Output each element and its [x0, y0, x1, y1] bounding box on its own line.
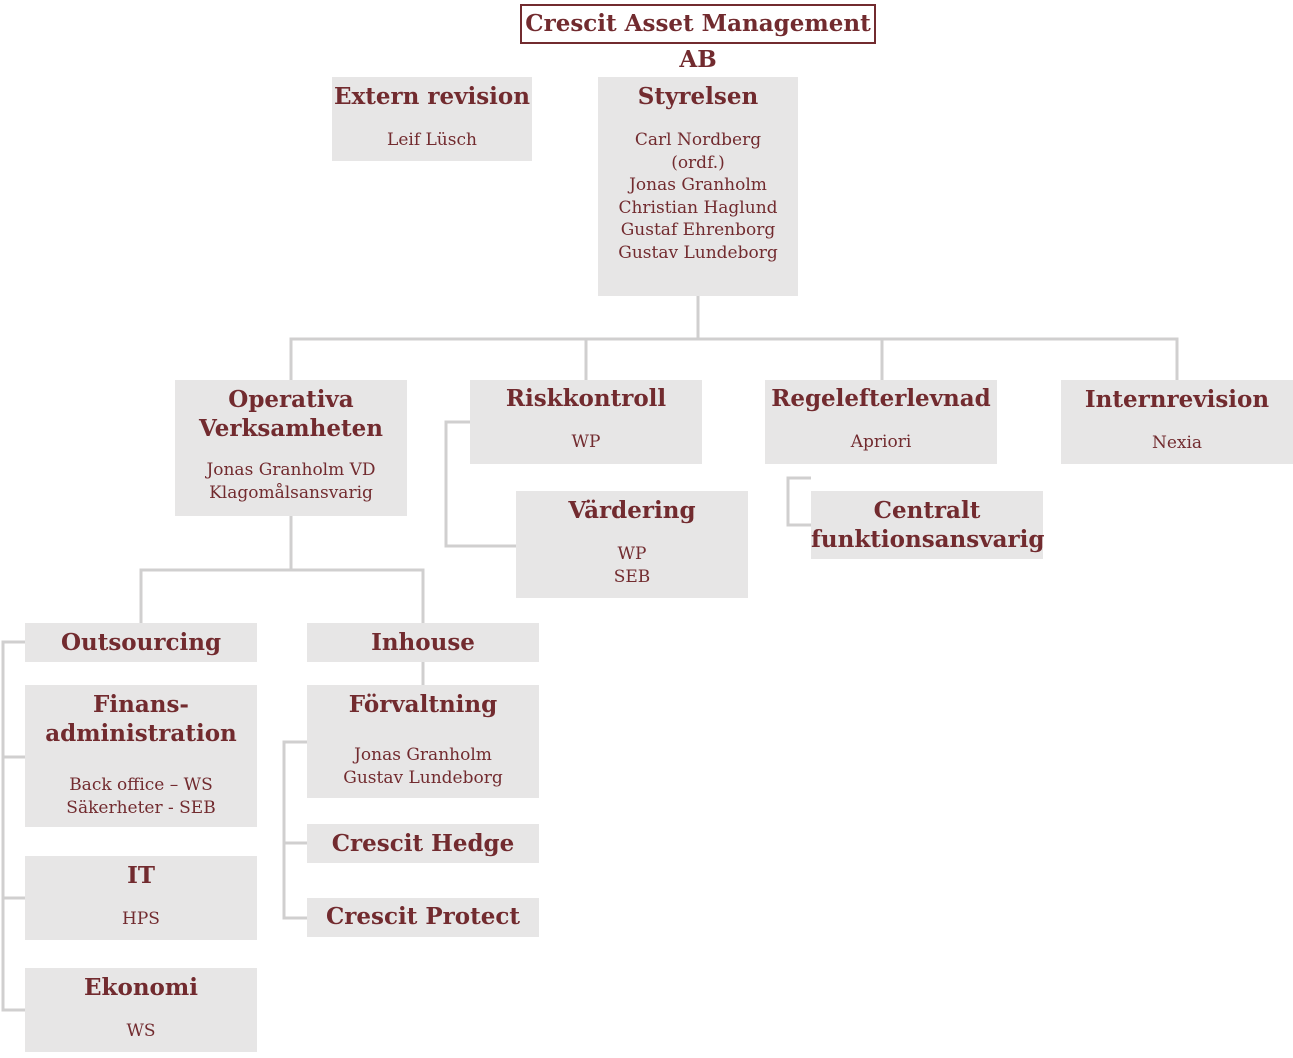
box-title: Crescit Protect [325, 903, 521, 930]
box-subtitle: WP SEB [613, 544, 651, 587]
box-title: Regelefterlevnad [771, 385, 991, 412]
box-it: IT HPS [25, 856, 257, 940]
box-subtitle: Jonas Granholm Gustav Lundeborg [343, 745, 503, 788]
box-title: Inhouse [371, 629, 475, 656]
box-styrelsen: Styrelsen Carl Nordberg (ordf.) Jonas Gr… [598, 77, 798, 296]
box-title: Extern revision [334, 83, 530, 110]
box-finans-administration: Finans- administration Back office – WS … [25, 685, 257, 827]
connector-vardering [444, 420, 516, 548]
box-title: Styrelsen [637, 83, 759, 110]
box-inhouse: Inhouse [307, 623, 539, 662]
connector-top-branch [289, 337, 1179, 380]
box-title: Operativa Verksamheten [199, 386, 383, 442]
box-title: IT [127, 862, 155, 889]
box-subtitle: Leif Lüsch [387, 130, 477, 150]
box-title: Riskkontroll [505, 385, 667, 412]
box-crescit-hedge: Crescit Hedge [307, 824, 539, 863]
box-title: Ekonomi [84, 974, 198, 1001]
box-title: Värdering [568, 497, 696, 524]
box-extern-revision: Extern revision Leif Lüsch [332, 77, 532, 161]
box-ekonomi: Ekonomi WS [25, 968, 257, 1052]
connector-centralt [786, 476, 811, 527]
box-subtitle: WP [571, 432, 601, 452]
connector-inhouse-chain [282, 740, 307, 920]
box-title: Internrevision [1084, 386, 1270, 413]
box-title: Outsourcing [60, 629, 222, 656]
box-regelefterlevnad: Regelefterlevnad Apriori [765, 380, 997, 464]
box-operativa-verksamheten: Operativa Verksamheten Jonas Granholm VD… [175, 380, 407, 516]
company-title-box: Crescit Asset Management AB [520, 4, 876, 73]
box-subtitle: Back office – WS Säkerheter - SEB [66, 775, 216, 818]
box-subtitle: HPS [122, 909, 160, 929]
box-subtitle: WS [126, 1021, 156, 1041]
box-forvaltning: Förvaltning Jonas Granholm Gustav Lundeb… [307, 685, 539, 798]
company-title: Crescit Asset Management AB [525, 10, 871, 73]
box-subtitle: Nexia [1151, 433, 1203, 453]
box-title: Förvaltning [348, 691, 498, 718]
connector-operativa-branch [139, 568, 425, 623]
box-title: Centralt funktionsansvarig [811, 497, 1045, 553]
box-riskkontroll: Riskkontroll WP [470, 380, 702, 464]
box-crescit-protect: Crescit Protect [307, 898, 539, 937]
box-title: Finans- administration [45, 691, 237, 747]
box-vardering: Värdering WP SEB [516, 491, 748, 598]
box-centralt-funktionsansvarig: Centralt funktionsansvarig [811, 491, 1045, 559]
box-title: Crescit Hedge [331, 830, 515, 857]
connector-outsourcing-chain [1, 640, 25, 1012]
box-internrevision: Internrevision Nexia [1061, 380, 1293, 464]
box-subtitle: Apriori [850, 432, 912, 452]
box-subtitle: Carl Nordberg (ordf.) Jonas Granholm Chr… [618, 130, 778, 263]
box-subtitle: Jonas Granholm VD Klagomålsansvarig [206, 460, 376, 503]
box-outsourcing: Outsourcing [25, 623, 257, 662]
